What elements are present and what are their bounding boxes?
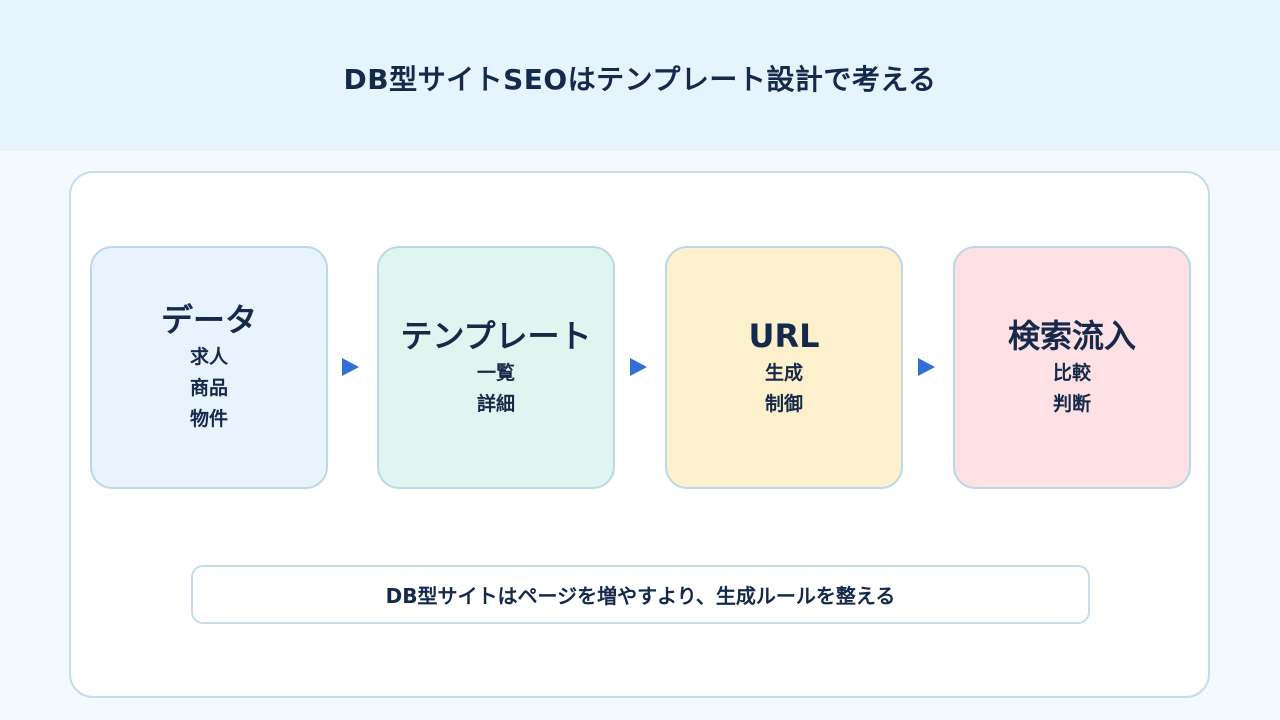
step-card-search-traffic: 検索流入 比較 判断 <box>953 246 1191 489</box>
step-item: 生成 <box>764 361 803 384</box>
summary-text: DB型サイトはページを増やすより、生成ルールを整える <box>385 584 896 608</box>
step-item: 比較 <box>1052 361 1091 384</box>
step-title: データ <box>160 301 257 339</box>
arrow-right-icon <box>342 358 359 376</box>
step-item: 商品 <box>189 377 228 399</box>
page-title: DB型サイトSEOはテンプレート設計で考える <box>343 63 937 96</box>
step-card-data: データ 求人 商品 物件 <box>90 246 328 489</box>
step-card-template: テンプレート 一覧 詳細 <box>377 246 615 489</box>
arrow-right-icon <box>630 358 647 376</box>
step-title: テンプレート <box>400 316 592 355</box>
step-title: URL <box>748 316 820 355</box>
step-item: 求人 <box>189 346 228 368</box>
step-item: 詳細 <box>476 392 515 415</box>
step-item: 判断 <box>1052 392 1091 415</box>
step-item: 制御 <box>764 392 803 415</box>
arrow-right-icon <box>918 358 935 376</box>
step-item: 一覧 <box>476 361 515 384</box>
step-card-url: URL 生成 制御 <box>665 246 903 489</box>
header-band <box>0 0 1280 151</box>
summary-note: DB型サイトはページを増やすより、生成ルールを整える <box>191 565 1090 624</box>
step-title: 検索流入 <box>1007 316 1136 355</box>
step-item: 物件 <box>189 408 228 430</box>
